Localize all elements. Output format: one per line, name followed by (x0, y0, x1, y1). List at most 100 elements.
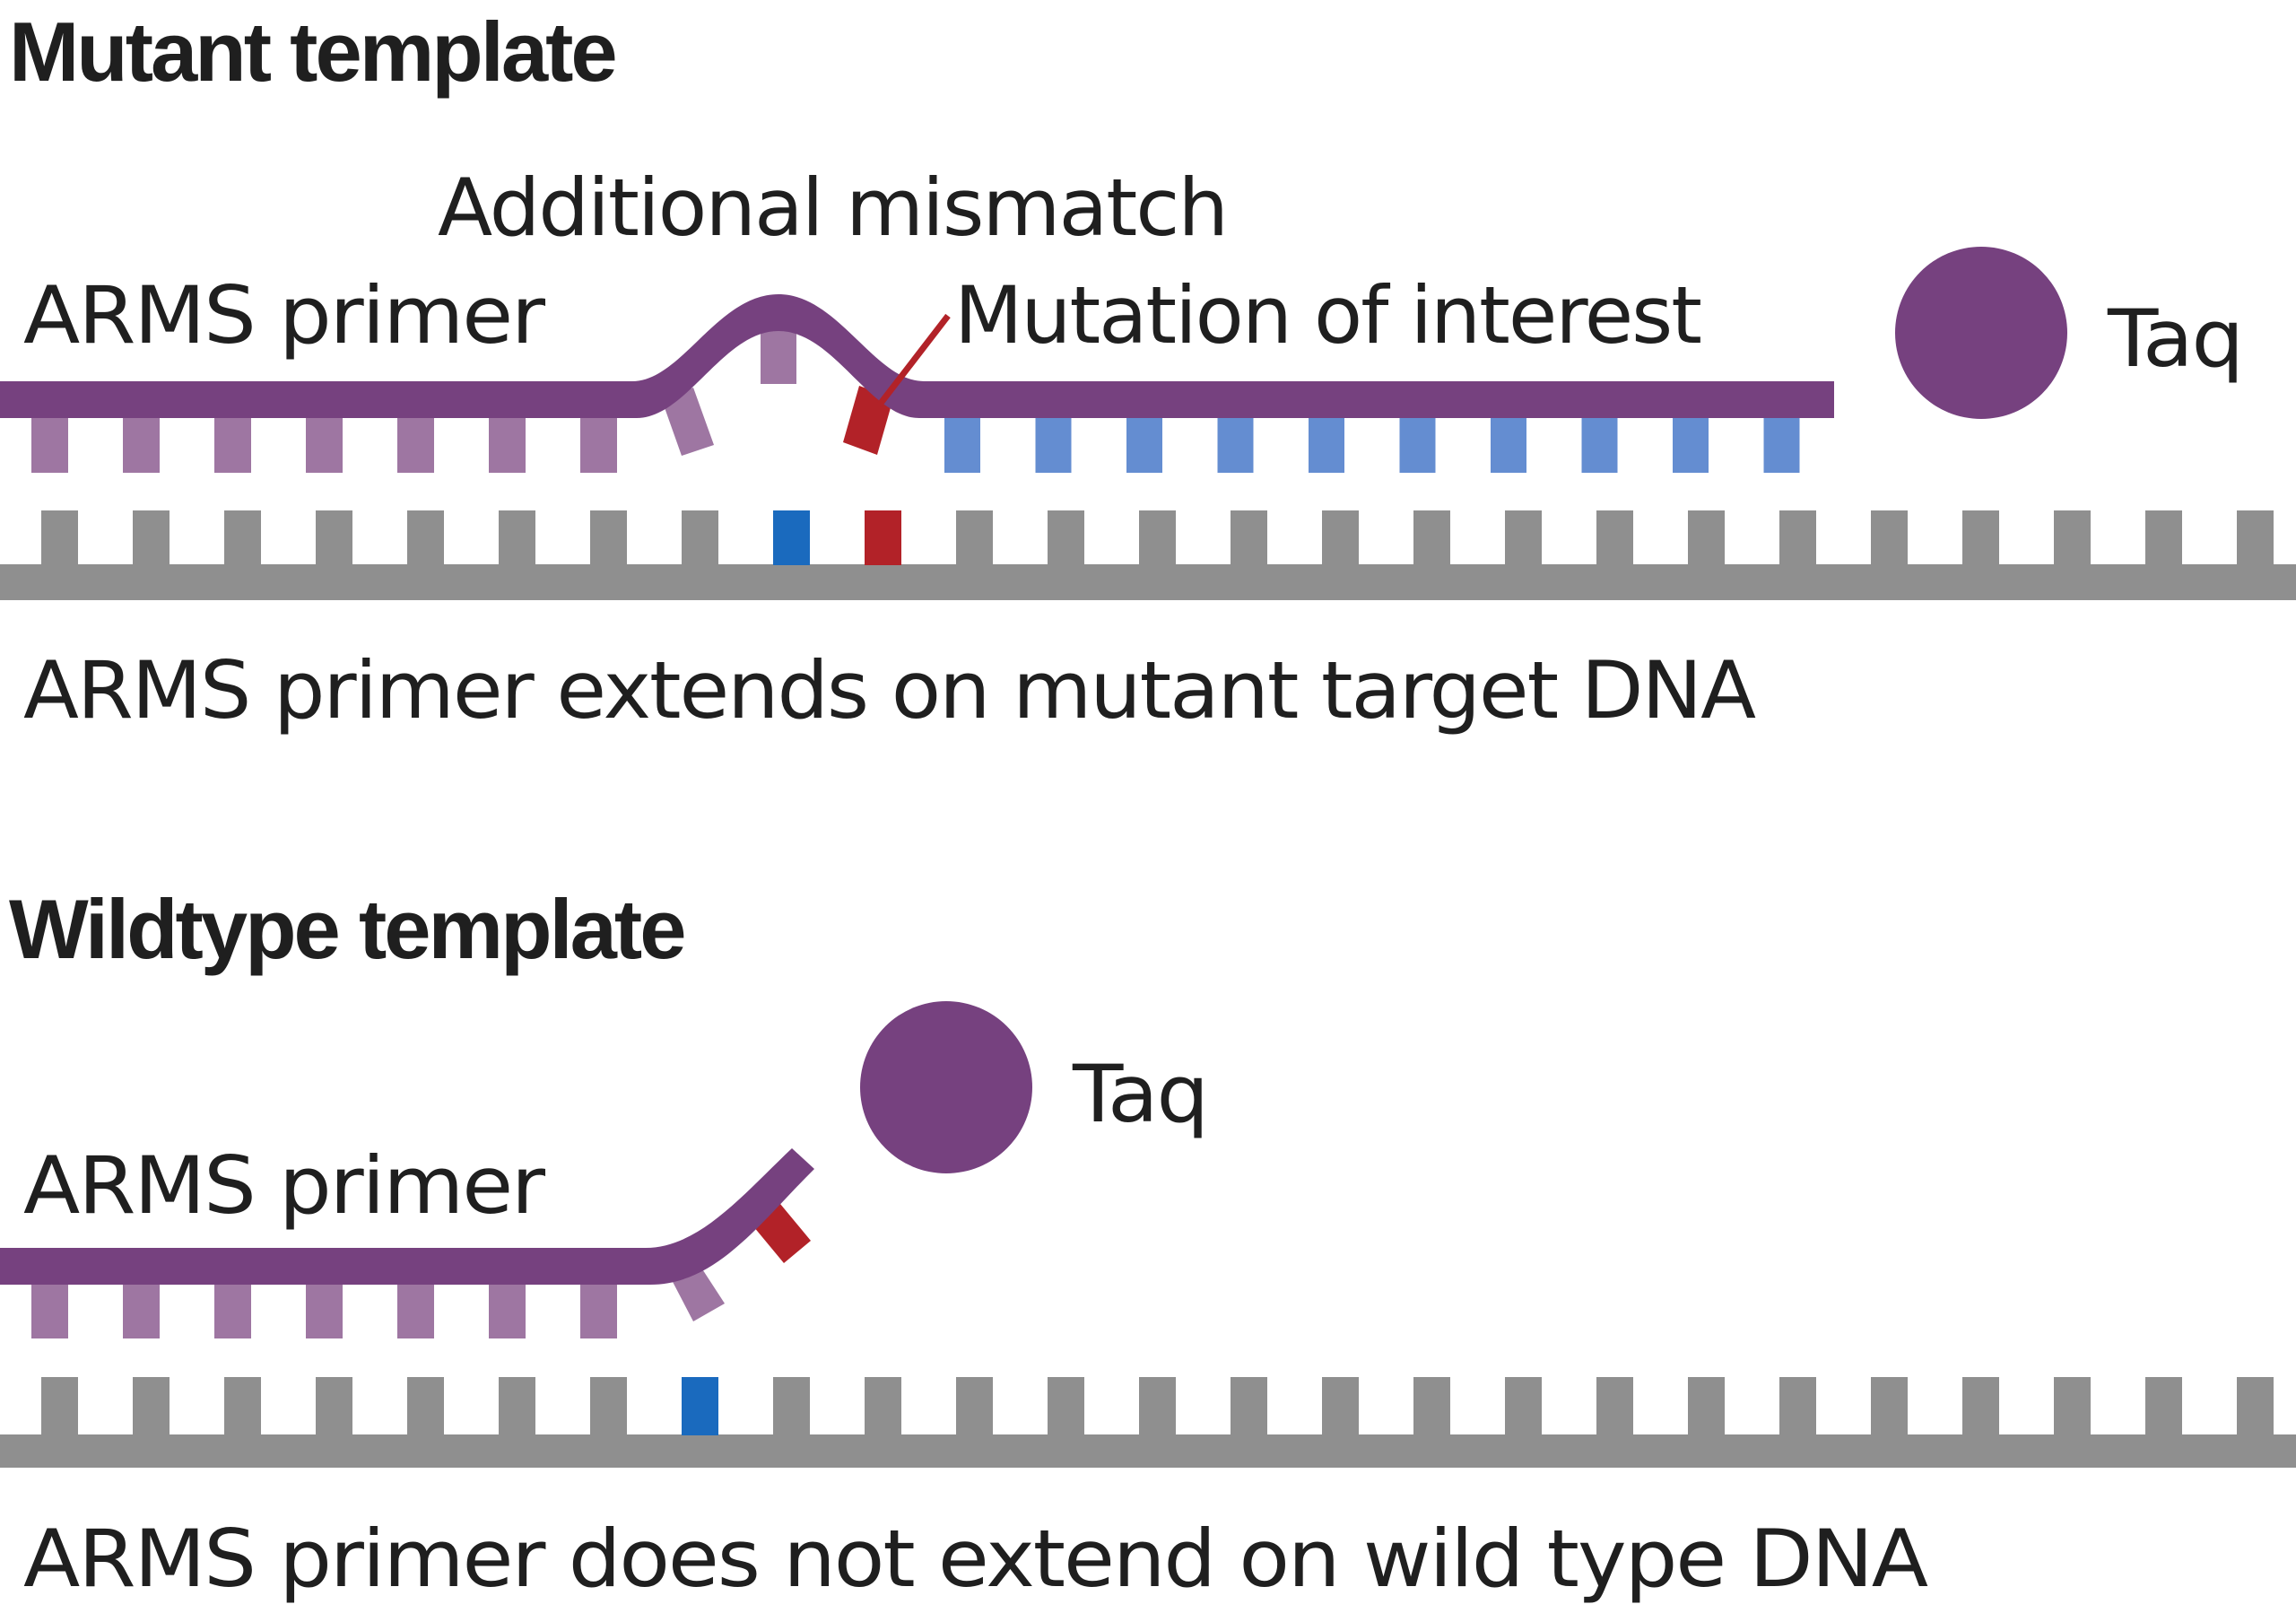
template-base (499, 510, 535, 565)
template-base (316, 1377, 352, 1435)
template-base (1779, 510, 1816, 565)
template-base (1688, 510, 1725, 565)
template-base (865, 1377, 901, 1435)
mutant-heading: Mutant template (9, 4, 615, 99)
primer-base (306, 414, 343, 473)
template-base (1779, 1377, 1816, 1435)
primer-base (31, 414, 68, 473)
template-base (1871, 1377, 1908, 1435)
template-base (1139, 1377, 1176, 1435)
template-base (1322, 510, 1359, 565)
mutant-taq-label: Taq (2107, 292, 2242, 385)
extension-base (1309, 414, 1344, 473)
template-base (2145, 1377, 2182, 1435)
extension-base (1217, 414, 1254, 473)
wildtype-heading: Wildtype template (9, 882, 684, 976)
template-base (1231, 510, 1267, 565)
wildtype-taq-polymerase (860, 1001, 1032, 1173)
template-base (1413, 510, 1450, 565)
template-base (1231, 1377, 1267, 1435)
extension-base (1763, 414, 1800, 473)
mutant-primer-bases (31, 323, 1800, 473)
template-base (1688, 1377, 1725, 1435)
template-base (2054, 510, 2091, 565)
template-base (590, 1377, 627, 1435)
template-base (1322, 1377, 1359, 1435)
primer-base (397, 1283, 434, 1338)
template-base (590, 510, 627, 565)
mutant-taq-polymerase (1895, 247, 2067, 419)
primer-base (31, 1283, 68, 1338)
template-base (1139, 510, 1176, 565)
primer-base (489, 414, 526, 473)
primer-base (580, 414, 617, 473)
additional-mismatch-base (761, 323, 796, 384)
wildtype-caption: ARMS primer does not extend on wild type… (23, 1513, 1928, 1605)
template-base (1048, 1377, 1084, 1435)
template-base (682, 510, 718, 565)
template-base-mismatch-partner (773, 510, 810, 565)
template-base (316, 510, 352, 565)
template-base (2145, 510, 2182, 565)
template-base (1505, 510, 1542, 565)
template-base (407, 1377, 444, 1435)
primer-base (489, 1283, 526, 1338)
wildtype-primer-bases (31, 1204, 811, 1338)
wildtype-taq-label: Taq (1072, 1048, 1207, 1140)
extension-base (1035, 414, 1072, 473)
template-base (2237, 510, 2274, 565)
mutant-caption: ARMS primer extends on mutant target DNA (23, 644, 1756, 737)
template-base (133, 1377, 170, 1435)
primer-base (397, 414, 434, 473)
template-base (1048, 510, 1084, 565)
extension-base (1126, 414, 1162, 473)
primer-base (580, 1283, 617, 1338)
primer-base (214, 414, 251, 473)
extension-base (1491, 414, 1526, 473)
template-base (2054, 1377, 2091, 1435)
template-base-mismatch-partner (682, 1377, 718, 1435)
template-base (1871, 510, 1908, 565)
template-base (956, 1377, 993, 1435)
extension-base (1581, 414, 1618, 473)
extension-base (1399, 414, 1436, 473)
wildtype-arms-primer (0, 1148, 814, 1285)
template-base (956, 510, 993, 565)
template-base (224, 510, 261, 565)
template-backbone (0, 1434, 2296, 1468)
template-base (1596, 1377, 1633, 1435)
template-backbone (0, 564, 2296, 600)
mutant-panel: Mutant template Additional mismatch ARMS… (0, 4, 2296, 737)
template-base (1413, 1377, 1450, 1435)
primer-base (123, 1283, 160, 1338)
template-base (41, 510, 78, 565)
primer-base (214, 1283, 251, 1338)
mutation-pointer-line (876, 313, 951, 408)
template-base (773, 1377, 810, 1435)
extension-base (1673, 414, 1709, 473)
mismatched-3prime-base (753, 1204, 811, 1263)
primer-base (306, 1283, 343, 1338)
additional-mismatch-label: Additional mismatch (438, 161, 1227, 254)
tilted-primer-base (662, 388, 714, 456)
mutation-of-interest-label: Mutation of interest (954, 269, 1700, 362)
template-base-mutation (865, 510, 901, 565)
template-base (1596, 510, 1633, 565)
template-base (1962, 510, 1999, 565)
template-base (2237, 1377, 2274, 1435)
wildtype-panel: Wildtype template ARMS primer Taq ARMS p… (0, 882, 2296, 1605)
wildtype-template-strand (0, 1377, 2296, 1468)
template-base (1505, 1377, 1542, 1435)
template-base (499, 1377, 535, 1435)
primer-base (123, 414, 160, 473)
mutant-arms-primer (0, 294, 1834, 418)
template-base (407, 510, 444, 565)
template-base (224, 1377, 261, 1435)
tilted-primer-base (671, 1265, 725, 1321)
wildtype-primer-label: ARMS primer (23, 1139, 546, 1232)
template-base (1962, 1377, 1999, 1435)
mutant-primer-label: ARMS primer (23, 269, 546, 362)
mutant-template-strand (0, 510, 2296, 600)
template-base (41, 1377, 78, 1435)
